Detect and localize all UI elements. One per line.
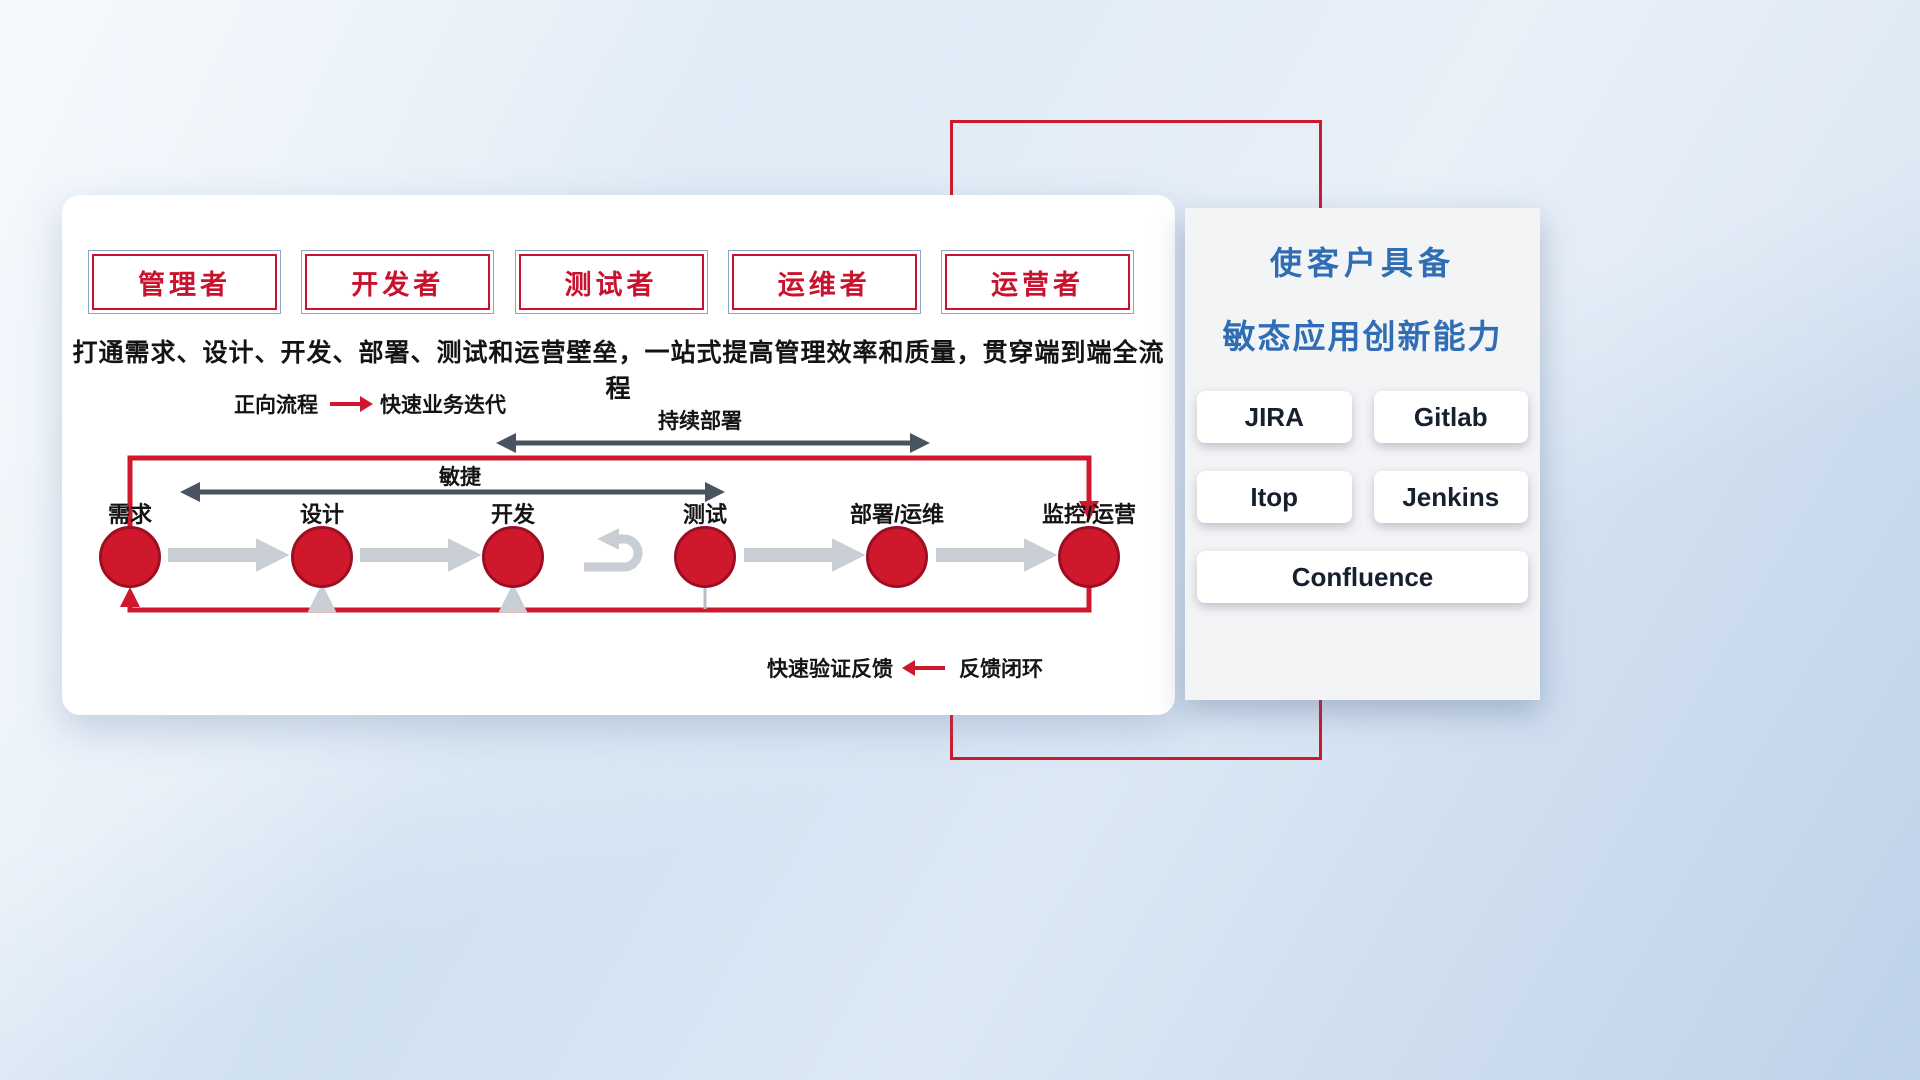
stage-requirements: 需求 [70, 497, 190, 588]
stage-design: 设计 [262, 497, 382, 588]
stage-label: 设计 [299, 502, 344, 527]
stage-label: 测试 [682, 502, 727, 527]
tool-chip-confluence: Confluence [1197, 551, 1528, 603]
role-box-manager: 管理者 [88, 250, 281, 314]
stage-node-circle [674, 526, 736, 588]
panel-title: 使客户具备 敏态应用创新能力 [1185, 238, 1540, 358]
workflow-card: 管理者 开发者 测试者 运维者 运营者 打通需求、设计、开发、部署、测试和运营壁… [62, 195, 1175, 715]
stage-node-circle [291, 526, 353, 588]
role-label: 开发者 [305, 254, 491, 310]
stage-node-circle [482, 526, 544, 588]
feedback-label: 反馈闭环 [959, 658, 1043, 681]
forward-flow-value: 快速业务迭代 [380, 394, 506, 417]
tool-chip-jira: JIRA [1197, 391, 1352, 443]
role-box-business-ops: 运营者 [941, 250, 1134, 314]
panel-title-line1: 使客户具备 [1269, 245, 1455, 281]
tool-chip-jenkins: Jenkins [1373, 471, 1528, 523]
iteration-loop-icon [584, 528, 643, 572]
stage-label: 部署/运维 [849, 502, 945, 527]
feedback-arrow-icon [902, 660, 945, 676]
role-label: 运营者 [945, 254, 1130, 310]
forward-flow-label: 正向流程 [234, 394, 318, 417]
agile-label: 敏捷 [439, 466, 481, 489]
stage-label: 监控/运营 [1041, 502, 1137, 527]
stage-label: 开发 [490, 502, 535, 527]
role-box-operations: 运维者 [727, 250, 921, 314]
tools-grid: JIRA Gitlab Itop Jenkins Confluence [1197, 391, 1528, 603]
role-label: 运维者 [731, 254, 917, 310]
tool-chip-gitlab: Gitlab [1373, 391, 1528, 443]
roles-row: 管理者 开发者 测试者 运维者 运营者 [88, 250, 1134, 314]
capability-panel: 使客户具备 敏态应用创新能力 JIRA Gitlab Itop Jenkins … [1185, 208, 1540, 700]
tool-chip-itop: Itop [1197, 471, 1352, 523]
stage-node-circle [1058, 526, 1120, 588]
stage-development: 开发 [453, 497, 573, 588]
stage-deploy-ops: 部署/运维 [837, 497, 957, 588]
role-label: 测试者 [518, 254, 704, 310]
legend-feedback-loop: 快速验证反馈 反馈闭环 [767, 653, 1043, 683]
panel-title-line2: 敏态应用创新能力 [1222, 318, 1503, 355]
stage-monitor-ops: 监控/运营 [1029, 497, 1149, 588]
stage-node-circle [866, 526, 928, 588]
feedback-value: 快速验证反馈 [767, 658, 893, 681]
role-box-developer: 开发者 [301, 250, 495, 314]
forward-arrow-icon [330, 396, 373, 412]
workflow-description: 打通需求、设计、开发、部署、测试和运营壁垒，一站式提高管理效率和质量，贯穿端到端… [72, 339, 1165, 403]
legend-forward-flow: 正向流程 快速业务迭代 [234, 389, 506, 419]
continuous-deploy-label: 持续部署 [658, 410, 742, 433]
role-label: 管理者 [92, 254, 277, 310]
stage-testing: 测试 [645, 497, 765, 588]
stage-label: 需求 [107, 502, 152, 527]
stage-node-circle [99, 526, 161, 588]
role-box-tester: 测试者 [514, 250, 708, 314]
